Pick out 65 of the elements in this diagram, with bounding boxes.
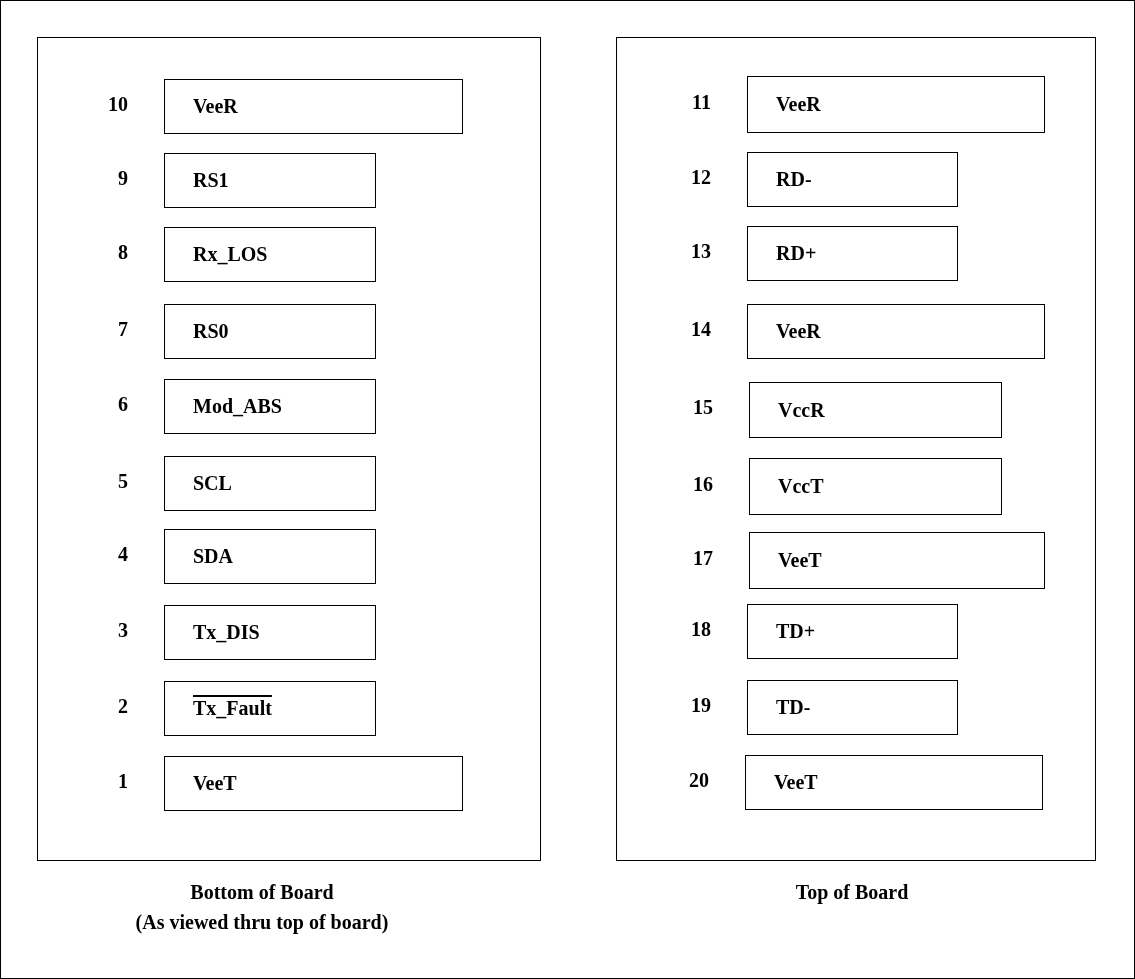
pin-box xyxy=(747,604,958,659)
pin-name: RS1 xyxy=(193,169,229,192)
pin-box xyxy=(749,382,1002,438)
pin-box xyxy=(164,79,463,134)
panel-box xyxy=(36,36,541,861)
pin-number: 17 xyxy=(693,546,713,570)
pin-box xyxy=(164,379,376,434)
pin-name: Tx_DIS xyxy=(193,621,260,644)
pin-box xyxy=(164,605,376,660)
pin-box xyxy=(164,681,376,736)
pin-box xyxy=(164,456,376,511)
pin-name: Mod_ABS xyxy=(193,395,282,418)
pin-box xyxy=(749,532,1045,589)
pin-number: 8 xyxy=(118,240,128,264)
panel-caption: Bottom of Board xyxy=(190,881,334,904)
pin-name: VeeT xyxy=(778,549,822,572)
pin-number: 14 xyxy=(691,317,711,341)
pin-number: 11 xyxy=(692,90,711,114)
pin-name: TD- xyxy=(776,696,811,719)
pin-name: Rx_LOS xyxy=(193,243,268,266)
pin-name: VccT xyxy=(778,475,824,498)
pin-number: 15 xyxy=(693,396,713,419)
pin-box xyxy=(164,304,376,359)
pin-name: RD- xyxy=(776,168,812,191)
pin-number: 20 xyxy=(689,768,709,792)
pin-number: 5 xyxy=(118,469,128,493)
pin-box xyxy=(164,227,376,282)
pin-name: RS0 xyxy=(193,320,229,343)
pin-number: 18 xyxy=(691,617,711,641)
pin-name: SDA xyxy=(193,545,233,568)
pin-name: VeeR xyxy=(193,95,238,118)
pin-name: VeeR xyxy=(776,93,821,116)
panel-caption: (As viewed thru top of board) xyxy=(135,911,389,934)
pin-name: SCL xyxy=(193,472,232,495)
pin-box xyxy=(164,756,463,811)
pin-name: VeeT xyxy=(774,771,818,794)
pin-number: 19 xyxy=(691,693,711,717)
pin-box xyxy=(747,680,958,735)
pin-number: 13 xyxy=(691,239,711,263)
pin-name: RD+ xyxy=(776,242,817,265)
pin-box xyxy=(747,76,1045,133)
pin-box xyxy=(747,304,1045,359)
pin-box xyxy=(749,458,1002,515)
pin-number: 6 xyxy=(118,392,128,416)
pin-number: 7 xyxy=(118,317,128,341)
pin-name: VeeR xyxy=(776,320,821,343)
pin-name: VccR xyxy=(778,398,825,422)
pin-number: 16 xyxy=(693,472,713,496)
pin-number: 9 xyxy=(118,166,128,190)
pin-number: 4 xyxy=(118,542,128,566)
pin-box xyxy=(164,529,376,584)
pin-box xyxy=(745,755,1043,810)
pin-name: Tx_Fault xyxy=(193,697,272,720)
pin-number: 2 xyxy=(118,694,128,718)
pin-number: 10 xyxy=(108,92,128,116)
pin-name: VeeT xyxy=(193,772,237,795)
pin-number: 1 xyxy=(118,769,128,793)
pin-number: 12 xyxy=(691,165,711,189)
pin-name: TD+ xyxy=(776,620,816,643)
panel-caption: Top of Board xyxy=(795,881,909,904)
panel-box xyxy=(615,36,1096,861)
pin-box xyxy=(164,153,376,208)
pin-number: 3 xyxy=(118,618,128,642)
pin-box xyxy=(747,226,958,281)
pin-box xyxy=(747,152,958,207)
